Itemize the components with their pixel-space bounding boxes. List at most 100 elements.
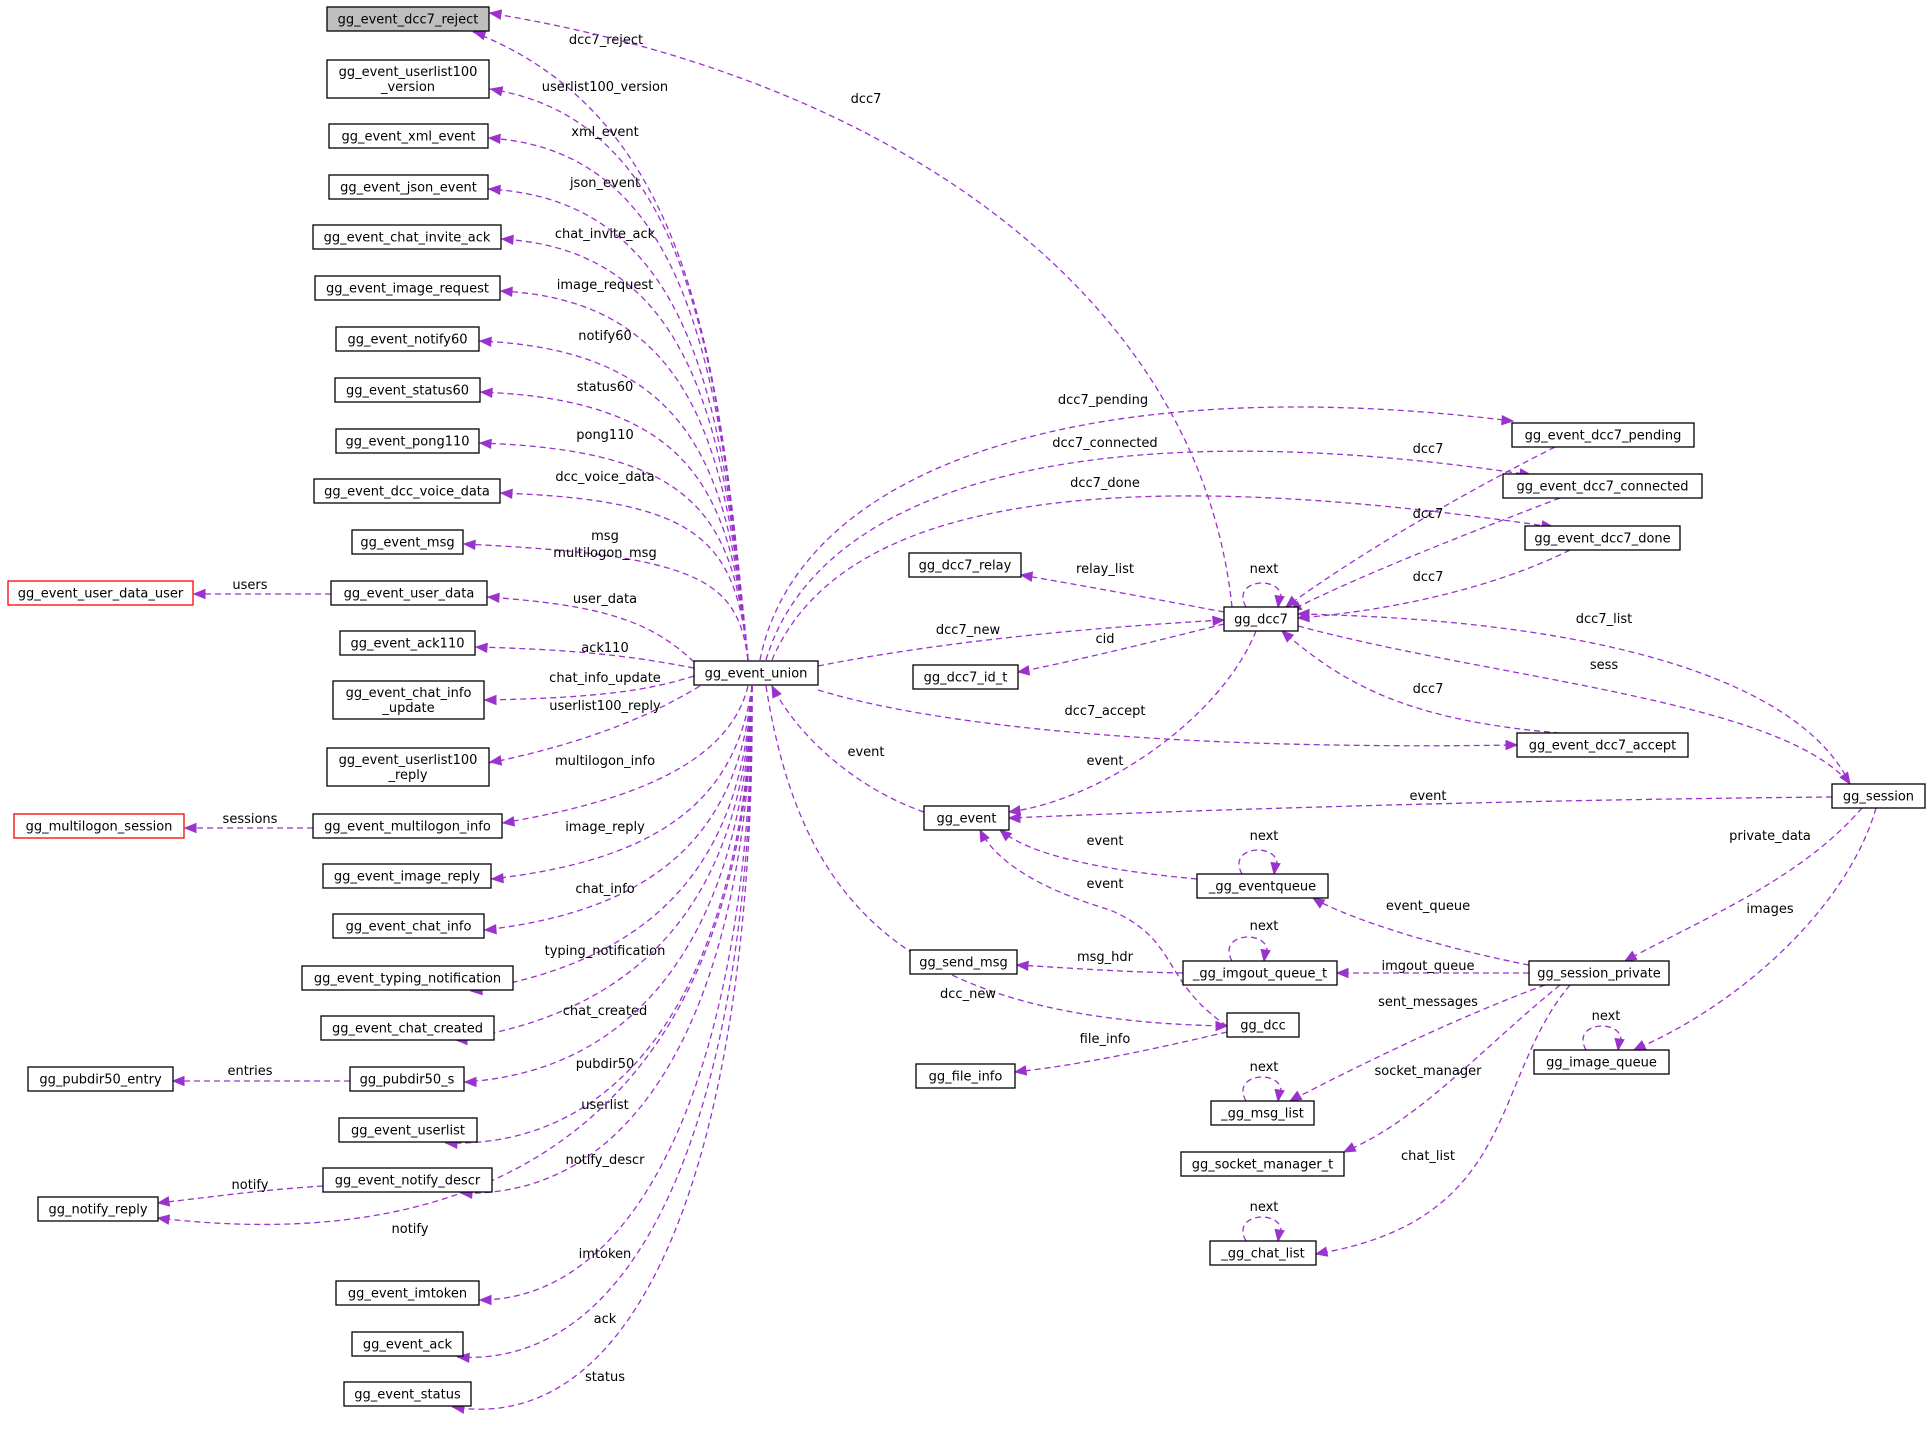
- edge-line: [483, 675, 695, 701]
- node-chatcreated[interactable]: gg_event_chat_created: [320, 1015, 495, 1041]
- edge-line: [765, 685, 1227, 1027]
- edge-label: dcc_new: [940, 987, 996, 1002]
- arrowhead-icon: [1342, 1142, 1357, 1153]
- node-box: [313, 478, 501, 504]
- node-ul100ver[interactable]: gg_event_userlist100_version: [326, 59, 490, 99]
- edge-line: [1020, 574, 1225, 613]
- edge-line: [472, 31, 749, 661]
- edge-union-to-reject: dcc7_reject: [472, 30, 749, 661]
- node-spriv[interactable]: gg_session_private: [1528, 960, 1670, 986]
- node-ul100rep[interactable]: gg_event_userlist100_reply: [326, 747, 490, 787]
- node-status60[interactable]: gg_event_status60: [334, 377, 481, 403]
- node-cid[interactable]: gg_dcc7_id_t: [912, 664, 1019, 690]
- edge-line: [1343, 984, 1561, 1153]
- node-imgrep[interactable]: gg_event_image_reply: [322, 863, 492, 889]
- node-event[interactable]: gg_event: [923, 805, 1010, 831]
- node-box: [915, 1063, 1016, 1089]
- node-dcc[interactable]: gg_dcc: [1226, 1012, 1300, 1038]
- edge-line: [474, 646, 695, 669]
- node-typing[interactable]: gg_event_typing_notification: [301, 965, 514, 991]
- edge-eventqueue-to-event: event: [998, 829, 1198, 880]
- node-box: [37, 1196, 159, 1222]
- edge-union-to-ul100ver: userlist100_version: [488, 80, 749, 661]
- edge-line: [1017, 623, 1225, 673]
- node-status[interactable]: gg_event_status: [343, 1381, 472, 1407]
- node-box: [1226, 1012, 1300, 1038]
- edge-label: images: [1746, 902, 1793, 917]
- edge-label: dcc7: [1413, 682, 1444, 697]
- arrowhead-icon: [483, 694, 497, 706]
- edge-union-to-connected: dcc7_connected: [765, 436, 1533, 661]
- node-accept[interactable]: gg_event_dcc7_accept: [1516, 732, 1689, 758]
- node-done[interactable]: gg_event_dcc7_done: [1524, 525, 1681, 551]
- node-label: gg_dcc7_id_t: [924, 671, 1008, 686]
- node-dcc7[interactable]: gg_dcc7: [1223, 606, 1299, 632]
- node-chatinfo[interactable]: gg_event_chat_info: [332, 913, 485, 939]
- edge-line: [1624, 807, 1863, 962]
- node-session[interactable]: gg_session: [1831, 783, 1926, 809]
- node-mlsess[interactable]: gg_multilogon_session: [13, 813, 185, 839]
- edge-label: event: [1086, 754, 1123, 769]
- node-sendmsg[interactable]: gg_send_msg: [909, 949, 1018, 975]
- edge-union-to-ack110: ack110: [474, 641, 695, 669]
- node-fileinfo[interactable]: gg_file_info: [915, 1063, 1016, 1089]
- node-chatinv[interactable]: gg_event_chat_invite_ack: [312, 224, 502, 250]
- node-relay[interactable]: gg_dcc7_relay: [908, 552, 1022, 578]
- arrowhead-icon: [487, 184, 501, 196]
- node-chatinfoupd[interactable]: gg_event_chat_info_update: [332, 680, 485, 720]
- arrowhead-icon: [499, 488, 513, 500]
- node-pong110[interactable]: gg_event_pong110: [335, 428, 480, 454]
- edge-label: dcc7_list: [1576, 612, 1632, 627]
- node-label: gg_dcc7: [1234, 613, 1288, 628]
- node-pubentry[interactable]: gg_pubdir50_entry: [27, 1066, 174, 1092]
- node-imgout[interactable]: _gg_imgout_queue_t: [1182, 960, 1338, 986]
- edge-label: users: [232, 578, 267, 593]
- edge-label: relay_list: [1076, 562, 1134, 577]
- node-box: [1180, 1151, 1345, 1177]
- node-notify60[interactable]: gg_event_notify60: [335, 326, 480, 352]
- edge-session-to-spriv: private_data: [1623, 807, 1863, 962]
- edge-label: json_event: [569, 176, 640, 191]
- node-chatlist[interactable]: _gg_chat_list: [1209, 1240, 1317, 1266]
- edge-label: msg: [591, 529, 619, 544]
- node-imtoken[interactable]: gg_event_imtoken: [335, 1280, 480, 1306]
- node-msg[interactable]: gg_event_msg: [351, 529, 464, 555]
- node-xml[interactable]: gg_event_xml_event: [328, 123, 489, 149]
- node-imgqueue[interactable]: gg_image_queue: [1533, 1049, 1670, 1075]
- arrowhead-icon: [979, 828, 990, 843]
- node-ack[interactable]: gg_event_ack: [351, 1331, 464, 1357]
- node-msglist[interactable]: _gg_msg_list: [1210, 1100, 1315, 1126]
- node-sockmgr[interactable]: gg_socket_manager_t: [1180, 1151, 1345, 1177]
- node-box: [322, 863, 492, 889]
- node-box: [1528, 960, 1670, 986]
- node-pubdir[interactable]: gg_pubdir50_s: [349, 1066, 465, 1092]
- node-json[interactable]: gg_event_json_event: [328, 174, 489, 200]
- node-userlist[interactable]: gg_event_userlist: [338, 1117, 478, 1143]
- node-ack110[interactable]: gg_event_ack110: [339, 630, 476, 656]
- node-dccvoice[interactable]: gg_event_dcc_voice_data: [313, 478, 501, 504]
- node-box: [13, 813, 185, 839]
- edge-label: next: [1250, 562, 1279, 577]
- edge-label: ack: [594, 1312, 617, 1327]
- arrowhead-icon: [488, 755, 503, 766]
- edge-union-to-notify60: notify60: [478, 329, 749, 661]
- edge-dcc7-to-cid: cid: [1016, 623, 1225, 676]
- node-box: [312, 224, 502, 250]
- node-userdata[interactable]: gg_event_user_data: [330, 580, 488, 606]
- edge-line: [1242, 1076, 1282, 1102]
- node-eventqueue[interactable]: _gg_eventqueue: [1196, 873, 1329, 899]
- node-connected[interactable]: gg_event_dcc7_connected: [1502, 473, 1703, 499]
- node-box: [332, 680, 485, 720]
- edge-msglist-to-msglist: next: [1242, 1060, 1285, 1103]
- node-reject[interactable]: gg_event_dcc7_reject: [326, 6, 490, 32]
- node-imgreq[interactable]: gg_event_image_request: [314, 275, 501, 301]
- node-box: [339, 630, 476, 656]
- node-union[interactable]: gg_event_union: [693, 660, 819, 686]
- edge-line: [486, 596, 695, 663]
- node-notifydescr[interactable]: gg_event_notify_descr: [322, 1167, 493, 1193]
- node-udu[interactable]: gg_event_user_data_user: [7, 580, 194, 606]
- node-notifyreply[interactable]: gg_notify_reply: [37, 1196, 159, 1222]
- node-mlinfo[interactable]: gg_event_multilogon_info: [312, 813, 503, 839]
- node-pending[interactable]: gg_event_dcc7_pending: [1511, 422, 1695, 448]
- edge-pubdir-to-pubentry: entries: [171, 1064, 350, 1087]
